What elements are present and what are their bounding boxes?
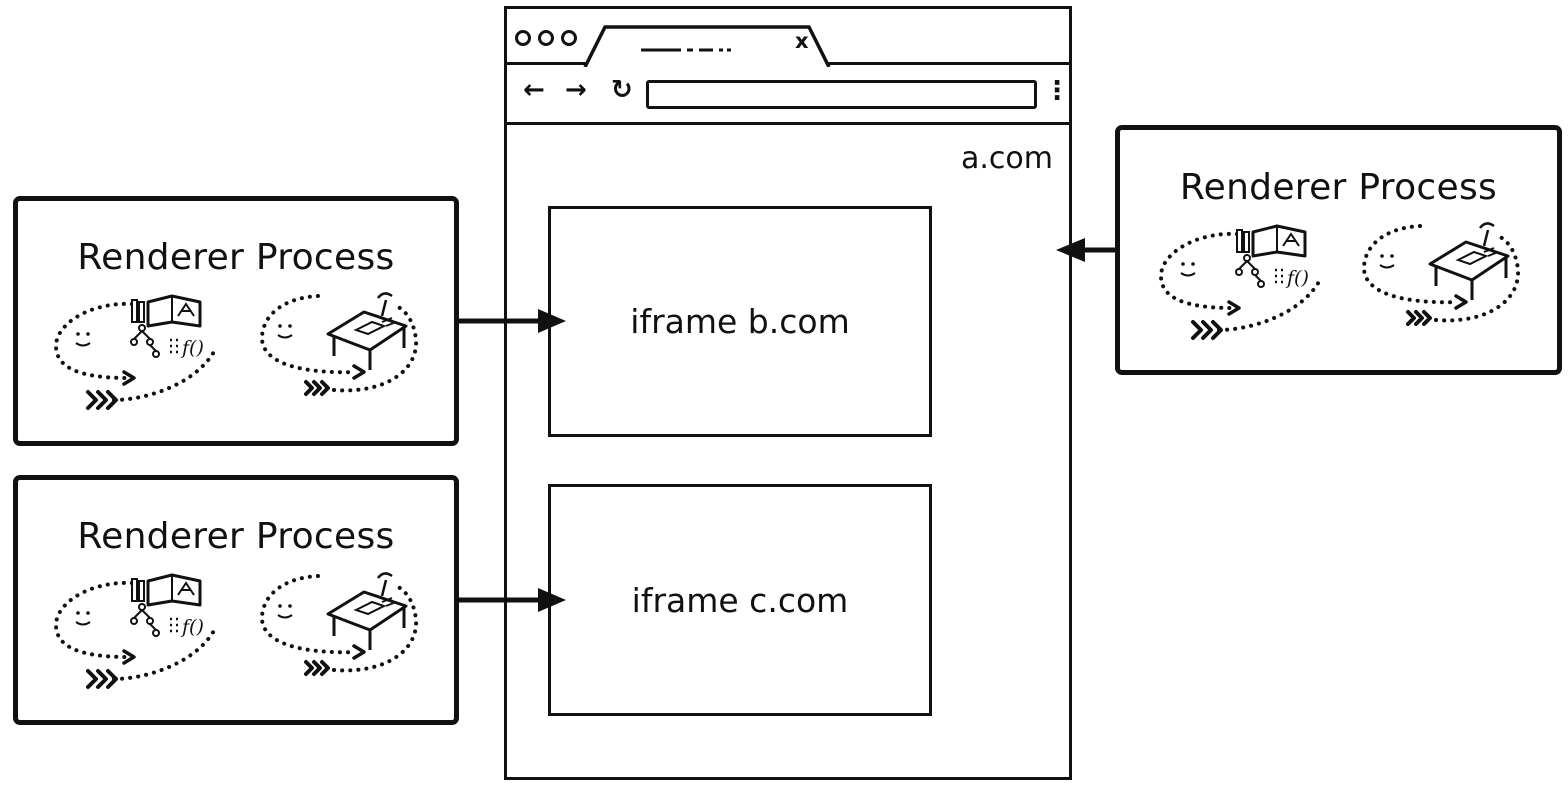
window-close-dot-icon[interactable] — [515, 30, 531, 46]
iframe-c-label: iframe c.com — [631, 580, 849, 620]
window-maximize-dot-icon[interactable] — [561, 30, 577, 46]
forward-arrow-icon[interactable]: → — [565, 75, 587, 105]
menu-kebab-icon[interactable]: ⋮ — [1044, 76, 1070, 106]
browser-window: x ← → ↻ ⋮ a.com iframe b.com iframe c.co… — [504, 6, 1072, 780]
iframe-b-frame: iframe b.com — [548, 206, 932, 437]
reload-icon[interactable]: ↻ — [611, 75, 633, 105]
iframe-c-frame: iframe c.com — [548, 484, 932, 716]
renderer-process-title: Renderer Process — [1179, 167, 1498, 208]
browser-nav-bar: ← → ↻ ⋮ — [507, 65, 1070, 125]
renderer-process-box-a: Renderer Process — [1115, 125, 1562, 375]
main-frame-origin-label: a.com — [961, 141, 1053, 176]
renderer-process-box-b: Renderer Process — [13, 196, 459, 446]
browser-tab-bar: x — [507, 9, 1069, 67]
renderer-process-title: Renderer Process — [77, 237, 395, 278]
renderer-process-box-c: Renderer Process — [13, 475, 459, 725]
window-minimize-dot-icon[interactable] — [538, 30, 554, 46]
back-arrow-icon[interactable]: ← — [523, 75, 545, 105]
tab-close-icon[interactable]: x — [795, 29, 809, 53]
iframe-b-label: iframe b.com — [630, 302, 850, 341]
browser-tab[interactable] — [583, 23, 835, 67]
address-bar[interactable] — [646, 80, 1037, 109]
renderer-process-title: Renderer Process — [77, 516, 395, 557]
